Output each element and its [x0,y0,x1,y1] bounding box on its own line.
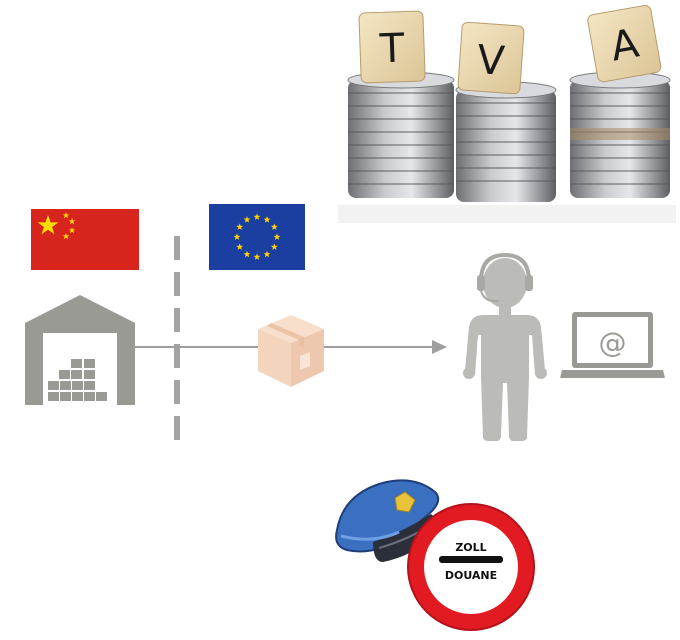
eu-star-icon [243,250,251,258]
eu-star-icon [270,223,278,230]
person-with-headset-icon [455,252,555,441]
coin-stack-1 [347,71,455,198]
warehouse-icon [25,295,135,405]
eu-star-icon [263,250,271,258]
tile-t: T [358,10,426,84]
eu-star-icon [243,216,251,223]
eu-flag [209,204,305,270]
coin-stack-2 [455,81,557,202]
sign-label-zoll: ZOLL [455,541,486,554]
customs-sign-icon: ZOLL DOUANE [404,500,538,634]
dashed-border-line [172,236,182,452]
eu-star-icon [273,233,281,240]
eu-star-icon [233,233,241,240]
coin-stack-3 [569,71,671,198]
tile-v: V [457,21,525,95]
tile-a: A [587,5,662,83]
parcel-icon [258,315,324,387]
eu-star-icon [270,243,278,250]
laptop-at-symbol: @ [599,326,627,359]
eu-star-icon [263,216,271,223]
tva-coin-stacks: T V A [330,0,680,225]
eu-star-icon [236,223,244,230]
police-cap-icon [333,478,445,578]
tile-letter-v: V [476,37,507,85]
eu-star-icon [253,213,261,220]
laptop-icon: @ [560,312,665,382]
eu-star-icon [253,253,261,260]
china-flag [31,209,139,270]
eu-star-icon [236,243,244,250]
tile-letter-t: T [378,26,406,73]
sign-label-douane: DOUANE [445,569,497,582]
